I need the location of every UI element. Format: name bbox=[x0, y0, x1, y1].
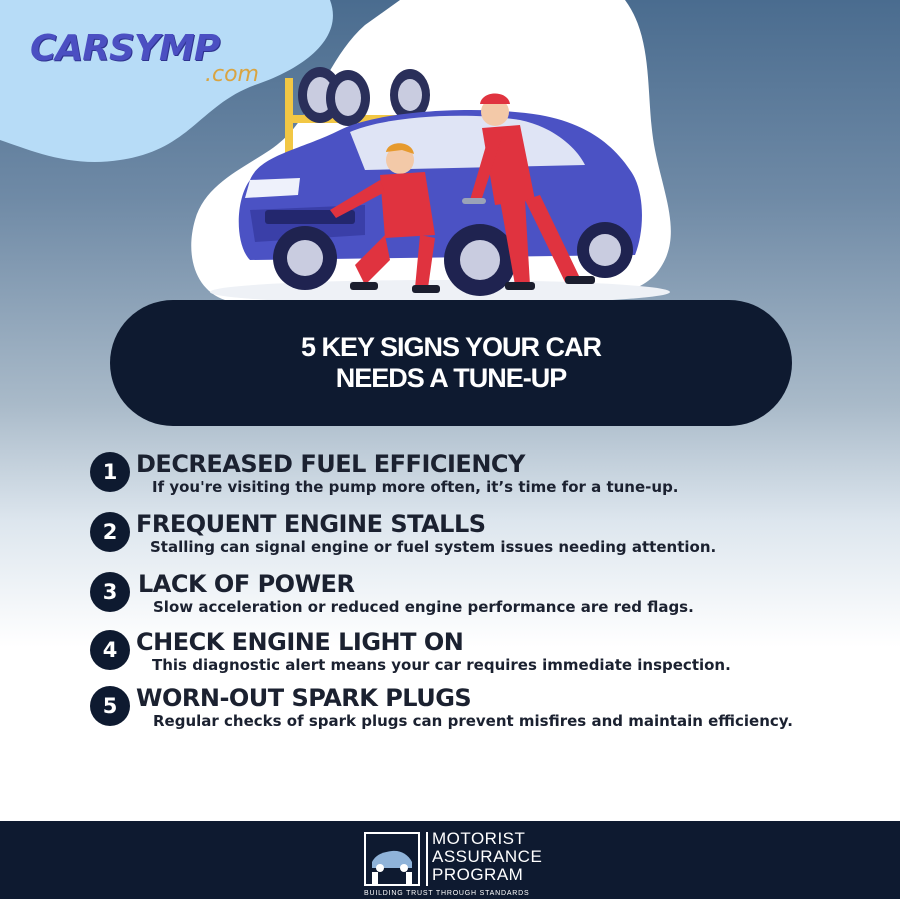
title-banner: 5 KEY SIGNS YOUR CAR NEEDS A TUNE-UP bbox=[110, 300, 792, 426]
background-blob-left bbox=[0, 0, 333, 162]
logo-main-text: CARSYMP bbox=[30, 28, 220, 69]
item-heading: DECREASED FUEL EFFICIENCY bbox=[136, 450, 525, 478]
logo-line-3: PROGRAM bbox=[432, 865, 524, 884]
list-item: 4 CHECK ENGINE LIGHT ON This diagnostic … bbox=[90, 628, 870, 680]
motorist-assurance-logo: MOTORIST ASSURANCE PROGRAM BUILDING TRUS… bbox=[364, 829, 544, 899]
logo-line-1: MOTORIST bbox=[432, 829, 526, 848]
item-description: Slow acceleration or reduced engine perf… bbox=[153, 598, 694, 616]
car-lift-icon bbox=[364, 832, 420, 886]
item-heading: LACK OF POWER bbox=[138, 570, 355, 598]
list-item: 1 DECREASED FUEL EFFICIENCY If you're vi… bbox=[90, 450, 870, 502]
item-heading: FREQUENT ENGINE STALLS bbox=[136, 510, 486, 538]
item-description: If you're visiting the pump more often, … bbox=[152, 478, 679, 496]
footer-bar: MOTORIST ASSURANCE PROGRAM BUILDING TRUS… bbox=[0, 821, 900, 899]
list-item: 2 FREQUENT ENGINE STALLS Stalling can si… bbox=[90, 510, 870, 562]
title-line-1: 5 KEY SIGNS YOUR CAR bbox=[300, 332, 602, 362]
item-number-badge: 4 bbox=[90, 630, 130, 670]
item-description: Stalling can signal engine or fuel syste… bbox=[150, 538, 717, 556]
car-service-illustration bbox=[210, 67, 670, 304]
car-icon bbox=[238, 110, 642, 296]
kneeling-mechanic-icon bbox=[330, 143, 440, 293]
item-heading: WORN-OUT SPARK PLUGS bbox=[136, 684, 472, 712]
item-description: Regular checks of spark plugs can preven… bbox=[153, 712, 793, 730]
list-item: 3 LACK OF POWER Slow acceleration or red… bbox=[90, 570, 870, 622]
item-number-badge: 1 bbox=[90, 452, 130, 492]
logo-tagline: BUILDING TRUST THROUGH STANDARDS bbox=[364, 890, 530, 897]
logo-line-2: ASSURANCE bbox=[432, 847, 543, 866]
title-line-2: NEEDS A TUNE-UP bbox=[335, 363, 568, 393]
list-item: 5 WORN-OUT SPARK PLUGS Regular checks of… bbox=[90, 684, 870, 736]
item-number-badge: 3 bbox=[90, 572, 130, 612]
item-heading: CHECK ENGINE LIGHT ON bbox=[136, 628, 464, 656]
tire-rack-icon bbox=[285, 67, 455, 188]
logo-sub-text: .com bbox=[205, 62, 259, 87]
item-number-badge: 5 bbox=[90, 686, 130, 726]
logo-divider bbox=[426, 832, 428, 886]
ground-shadow bbox=[210, 280, 670, 304]
carsymp-logo: CARSYMP .com bbox=[30, 28, 290, 88]
item-description: This diagnostic alert means your car req… bbox=[152, 656, 731, 674]
logo-wordmark: MOTORIST ASSURANCE PROGRAM bbox=[432, 830, 542, 884]
item-number-badge: 2 bbox=[90, 512, 130, 552]
standing-mechanic-icon bbox=[462, 93, 595, 290]
